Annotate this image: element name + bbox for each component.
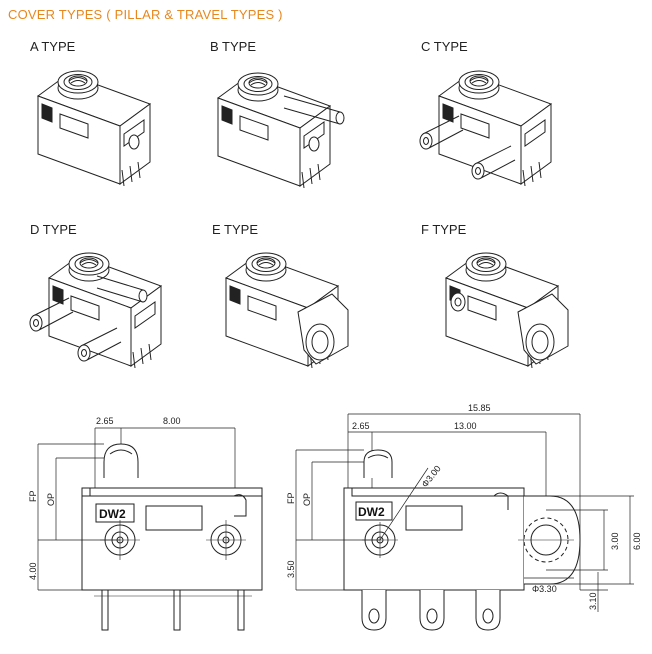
- dim-13-00: 13.00: [454, 421, 477, 431]
- dim-op-left: OP: [46, 493, 56, 506]
- type-e-illustration: [225, 252, 349, 369]
- dim-3-10: 3.10: [588, 592, 598, 610]
- dim-15-85: 15.85: [468, 403, 491, 413]
- dim-op-right: OP: [302, 493, 312, 506]
- type-f-illustration: [445, 252, 569, 369]
- dim-phi-3-30: Φ3.30: [532, 584, 557, 594]
- type-a-label: A TYPE: [30, 39, 76, 54]
- type-f-label: F TYPE: [421, 222, 467, 237]
- dim-fp-left: FP: [28, 490, 38, 502]
- drawing-right: 15.85 2.65 13.00 DW2 Φ3.00 3.00 6.00 Φ3.…: [286, 403, 642, 631]
- dim-fp-right: FP: [286, 492, 296, 504]
- dim-6-00: 6.00: [632, 532, 642, 550]
- dim-phi-3-00: Φ3.00: [420, 464, 443, 490]
- type-e-label: E TYPE: [212, 222, 259, 237]
- type-b-illustration: [217, 72, 345, 189]
- marking-dw2-right: DW2: [358, 505, 385, 519]
- dim-3-50: 3.50: [286, 560, 296, 578]
- dim-8-00: 8.00: [163, 416, 181, 426]
- type-c-label: C TYPE: [421, 39, 468, 54]
- page-title: COVER TYPES ( PILLAR & TRAVEL TYPES ): [8, 7, 283, 22]
- type-d-illustration: [29, 252, 162, 369]
- marking-dw2-left: DW2: [99, 507, 126, 521]
- dim-3-00: 3.00: [610, 532, 620, 550]
- drawing-left: 2.65 8.00 DW2 FP OP 4.00: [28, 416, 263, 631]
- type-d-label: D TYPE: [30, 222, 77, 237]
- dim-2-65-right: 2.65: [352, 421, 370, 431]
- type-b-label: B TYPE: [210, 39, 257, 54]
- dim-2-65: 2.65: [96, 416, 114, 426]
- dim-4-00: 4.00: [28, 562, 38, 580]
- type-c-illustration: [419, 70, 552, 187]
- type-a-illustration: [37, 70, 151, 187]
